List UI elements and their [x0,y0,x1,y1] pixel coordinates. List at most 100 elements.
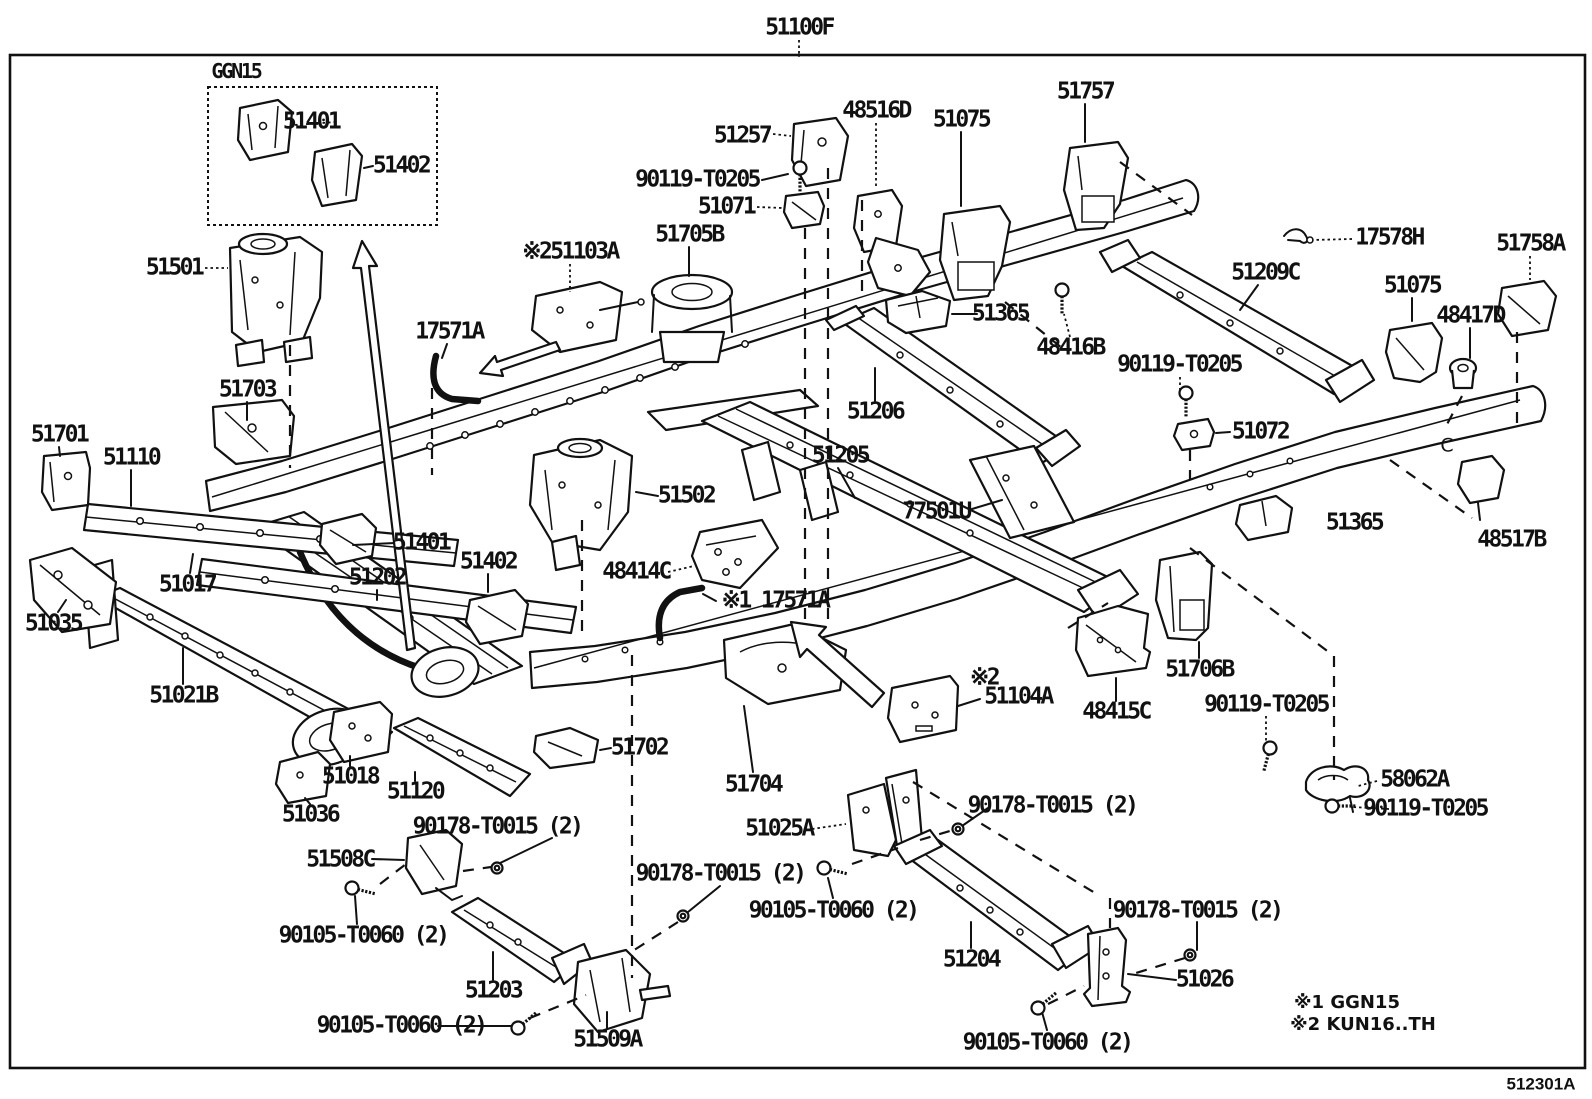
tube-17571a-mid [655,584,706,642]
label-c: C [1440,434,1454,457]
bracket-51025a [846,768,924,858]
label-51104a: 51104A [984,683,1054,710]
saddle-51365-upper [884,289,952,335]
label-51501: 51501 [145,254,205,281]
label-90119-t0205: 90119-T0205 [1204,691,1330,718]
direction-arrows [351,239,886,709]
label-90178-t0015-2: 90178-T0015 (2) [412,813,584,840]
label-90119-t0205: 90119-T0205 [1117,351,1243,378]
label-48416b: 48416B [1036,334,1106,361]
crossmember-51204 [892,828,1102,972]
label-51508c: 51508C [306,846,376,873]
label-51071: 51071 [697,193,757,220]
label-51017: 51017 [158,571,218,598]
label-90105-t0060-2: 90105-T0060 (2) [962,1029,1134,1056]
label-51072: 51072 [1231,418,1291,445]
bracket-51703 [211,398,296,466]
label-51206: 51206 [846,398,906,425]
bracket-51018 [328,700,394,764]
label-51021b: 51021B [149,682,219,709]
bracket-77501u [968,444,1076,540]
clamp-51072 [1172,417,1216,452]
plate-51036 [274,750,332,805]
bracket-51508c [404,828,464,902]
label-51204: 51204 [942,946,1002,973]
sheet-border [8,40,1587,1070]
label-51705b: 51705B [655,221,725,248]
label-2: ※2 [970,664,1001,691]
bracket-51706b [1154,550,1214,642]
label-512301a: 512301A [1506,1074,1576,1094]
label-51401: 51401 [282,108,342,135]
label-51036: 51036 [281,801,341,828]
label-51035: 51035 [24,610,84,637]
label-51502: 51502 [657,482,717,509]
saddle-51365-right [1234,494,1294,542]
label-51365: 51365 [971,300,1031,327]
label-90119-t0205: 90119-T0205 [1363,795,1489,822]
label-51209c: 51209C [1231,259,1301,286]
label-90105-t0060-2: 90105-T0060 (2) [278,922,450,949]
label-48517b: 48517B [1477,526,1547,553]
leader-lines [57,103,1531,1031]
label-17578h: 17578H [1355,224,1425,251]
label-51257: 51257 [713,122,773,149]
label-48414c: 48414C [602,558,672,585]
plate-48415c [1074,604,1152,678]
label-17571a: 17571A [415,318,485,345]
bracket-51509a [572,948,672,1034]
label-51701: 51701 [30,421,90,448]
bracket-51075-top [938,204,1012,302]
plate-51120 [392,716,532,798]
label-51100f: 51100F [765,14,835,41]
label-51758a: 51758A [1496,230,1566,257]
bracket-51701 [40,450,92,512]
plate-48414c [690,518,780,590]
label-58062a: 58062A [1380,766,1450,793]
label-90105-t0060-2: 90105-T0060 (2) [748,897,920,924]
label-77501u: 77501U [902,498,972,525]
label-51203: 51203 [464,977,524,1004]
label-51075: 51075 [932,106,992,133]
clip-17578h [1283,228,1314,244]
plate-51103a [530,280,645,354]
label-51401: 51401 [392,529,452,556]
nut-48417d [1448,357,1478,390]
label-51110: 51110 [102,444,162,471]
crossmember-51206 [824,304,1082,468]
label-51706b: 51706B [1165,656,1235,683]
label-51026: 51026 [1175,966,1235,993]
label-90178-t0015-2: 90178-T0015 (2) [967,792,1139,819]
bracket-51075-right [1384,321,1444,384]
label-251103a: ※251103A [522,238,620,265]
bracket-51402-mid [464,588,530,646]
bracket-51758a [1496,279,1558,338]
label-51205: 51205 [811,442,871,469]
tower-51501 [228,232,324,368]
label-2-kun16-th: ※2 KUN16..TH [1290,1014,1436,1035]
bracket-51026 [1082,926,1132,1008]
assembly-dashed-lines [288,161,1519,1020]
label-51202: 51202 [348,564,408,591]
label-90178-t0015-2: 90178-T0015 (2) [635,860,807,887]
label-51365: 51365 [1325,509,1385,536]
crossmember-51209c [1098,238,1376,404]
variant-inset-box [207,86,438,226]
label-48417d: 48417D [1436,302,1506,329]
label-51703: 51703 [218,376,278,403]
tower-51502 [528,437,634,572]
bracket-48517b [1456,454,1506,521]
label-51509a: 51509A [573,1026,643,1053]
label-51025a: 51025A [745,815,815,842]
plate-51104a [886,674,960,744]
label-48516d: 48516D [842,97,912,124]
label-51120: 51120 [386,778,446,805]
label-51018: 51018 [321,763,381,790]
label-90105-t0060-2: 90105-T0060 (2) [316,1012,488,1039]
collar-51705b [650,273,734,364]
label-90178-t0015-2: 90178-T0015 (2) [1112,897,1284,924]
label-51075: 51075 [1383,272,1443,299]
